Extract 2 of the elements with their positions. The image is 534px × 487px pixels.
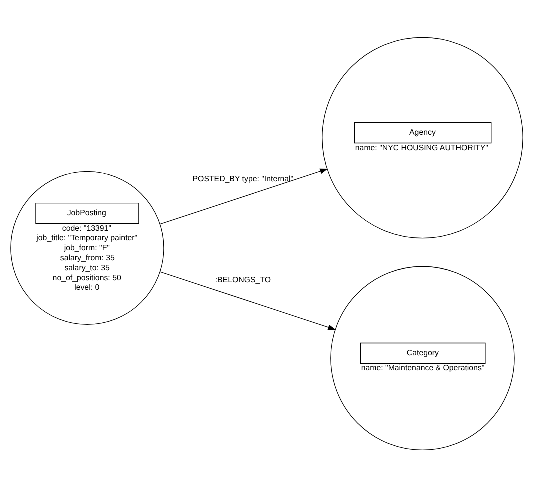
arrow <box>160 168 328 224</box>
arrow <box>160 271 336 330</box>
